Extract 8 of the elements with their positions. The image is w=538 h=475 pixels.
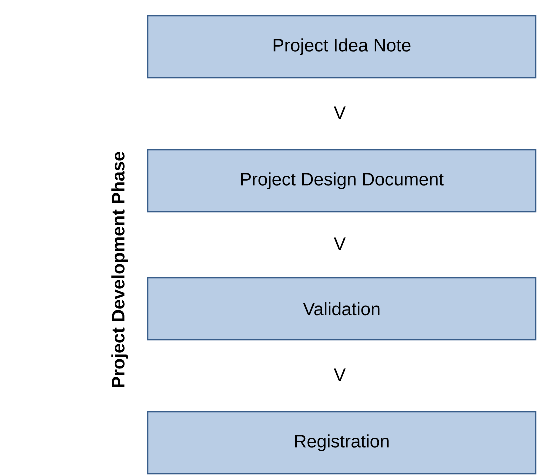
step-marker: V xyxy=(334,106,346,120)
process-box: Project Idea Note xyxy=(147,15,537,79)
process-box: Validation xyxy=(147,277,537,341)
phase-label: Project Development Phase xyxy=(112,152,128,388)
step-marker: V xyxy=(334,238,346,250)
process-box: Registration xyxy=(147,411,537,475)
step-marker: V xyxy=(334,368,346,382)
process-box: Project Design Document xyxy=(147,149,537,213)
